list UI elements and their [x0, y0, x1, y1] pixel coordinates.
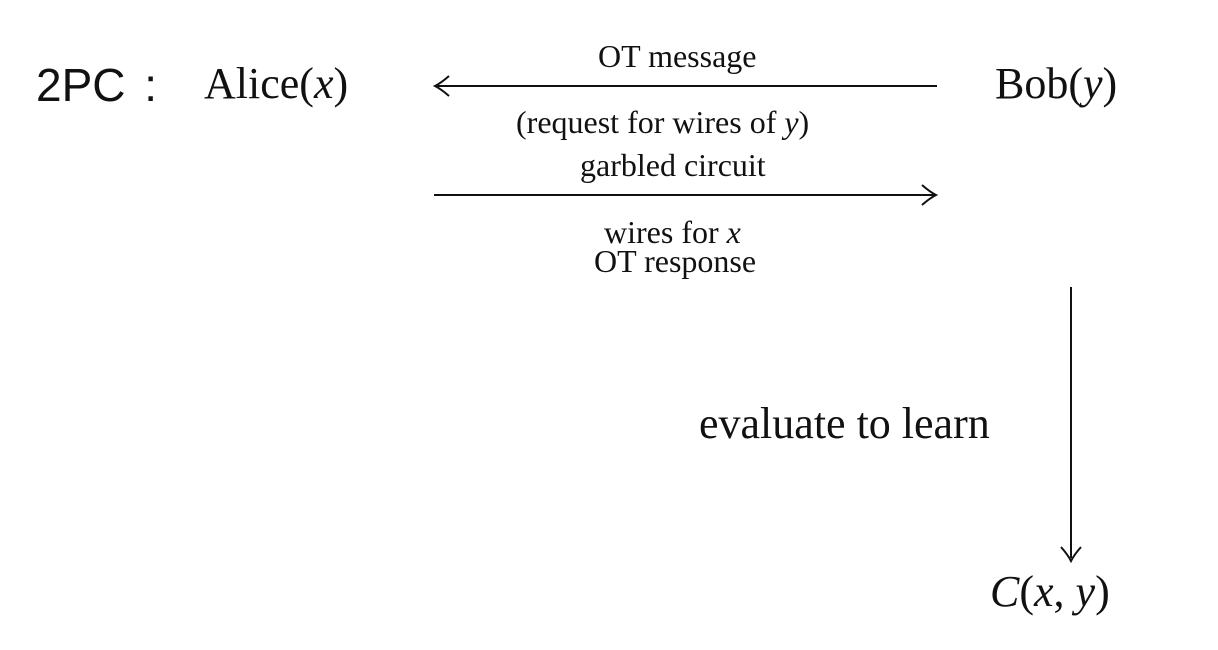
- alice-input-var: x: [313, 59, 334, 108]
- protocol-name: 2PC: [36, 59, 126, 111]
- bob-input-var: y: [1083, 59, 1103, 108]
- arrow-bob-to-alice: [432, 75, 937, 97]
- bob-open-paren: (: [1068, 59, 1084, 108]
- ot-response-label: OT response: [594, 243, 757, 279]
- request-label-prefix: (request for wires of: [516, 104, 785, 140]
- request-for-wires-label: (request for wires of y): [516, 106, 809, 138]
- alice-open-paren: (: [299, 59, 314, 108]
- result-open-paren: (: [1019, 567, 1035, 616]
- request-label-suffix: ): [798, 104, 810, 140]
- protocol-label: 2PC :: [36, 62, 157, 108]
- alice-name: Alice: [204, 59, 300, 108]
- result-separator: ,: [1053, 567, 1076, 616]
- wires-for-x-label: wires for x: [604, 216, 741, 248]
- evaluate-to-learn-label: evaluate to learn: [699, 399, 990, 448]
- alice-close-paren: ): [333, 59, 349, 108]
- ot-message-label: OT message: [598, 38, 757, 74]
- garbled-circuit-label: garbled circuit: [580, 147, 766, 183]
- party-alice: Alice(x): [204, 62, 348, 106]
- request-label-var: y: [784, 104, 799, 140]
- protocol-colon: :: [144, 59, 158, 111]
- wires-label-var: x: [726, 214, 741, 250]
- bob-name: Bob: [995, 59, 1069, 108]
- party-bob: Bob(y): [995, 62, 1117, 106]
- wires-label-prefix: wires for: [604, 214, 727, 250]
- result-func: C: [990, 567, 1020, 616]
- result-var-y: y: [1075, 567, 1096, 616]
- result-close-paren: ): [1095, 567, 1110, 616]
- result-var-x: x: [1034, 567, 1054, 616]
- result-output: C(x, y): [990, 570, 1110, 614]
- arrow-down-evaluate: [1060, 287, 1082, 564]
- bob-close-paren: ): [1102, 59, 1118, 108]
- arrow-alice-to-bob: [434, 184, 939, 206]
